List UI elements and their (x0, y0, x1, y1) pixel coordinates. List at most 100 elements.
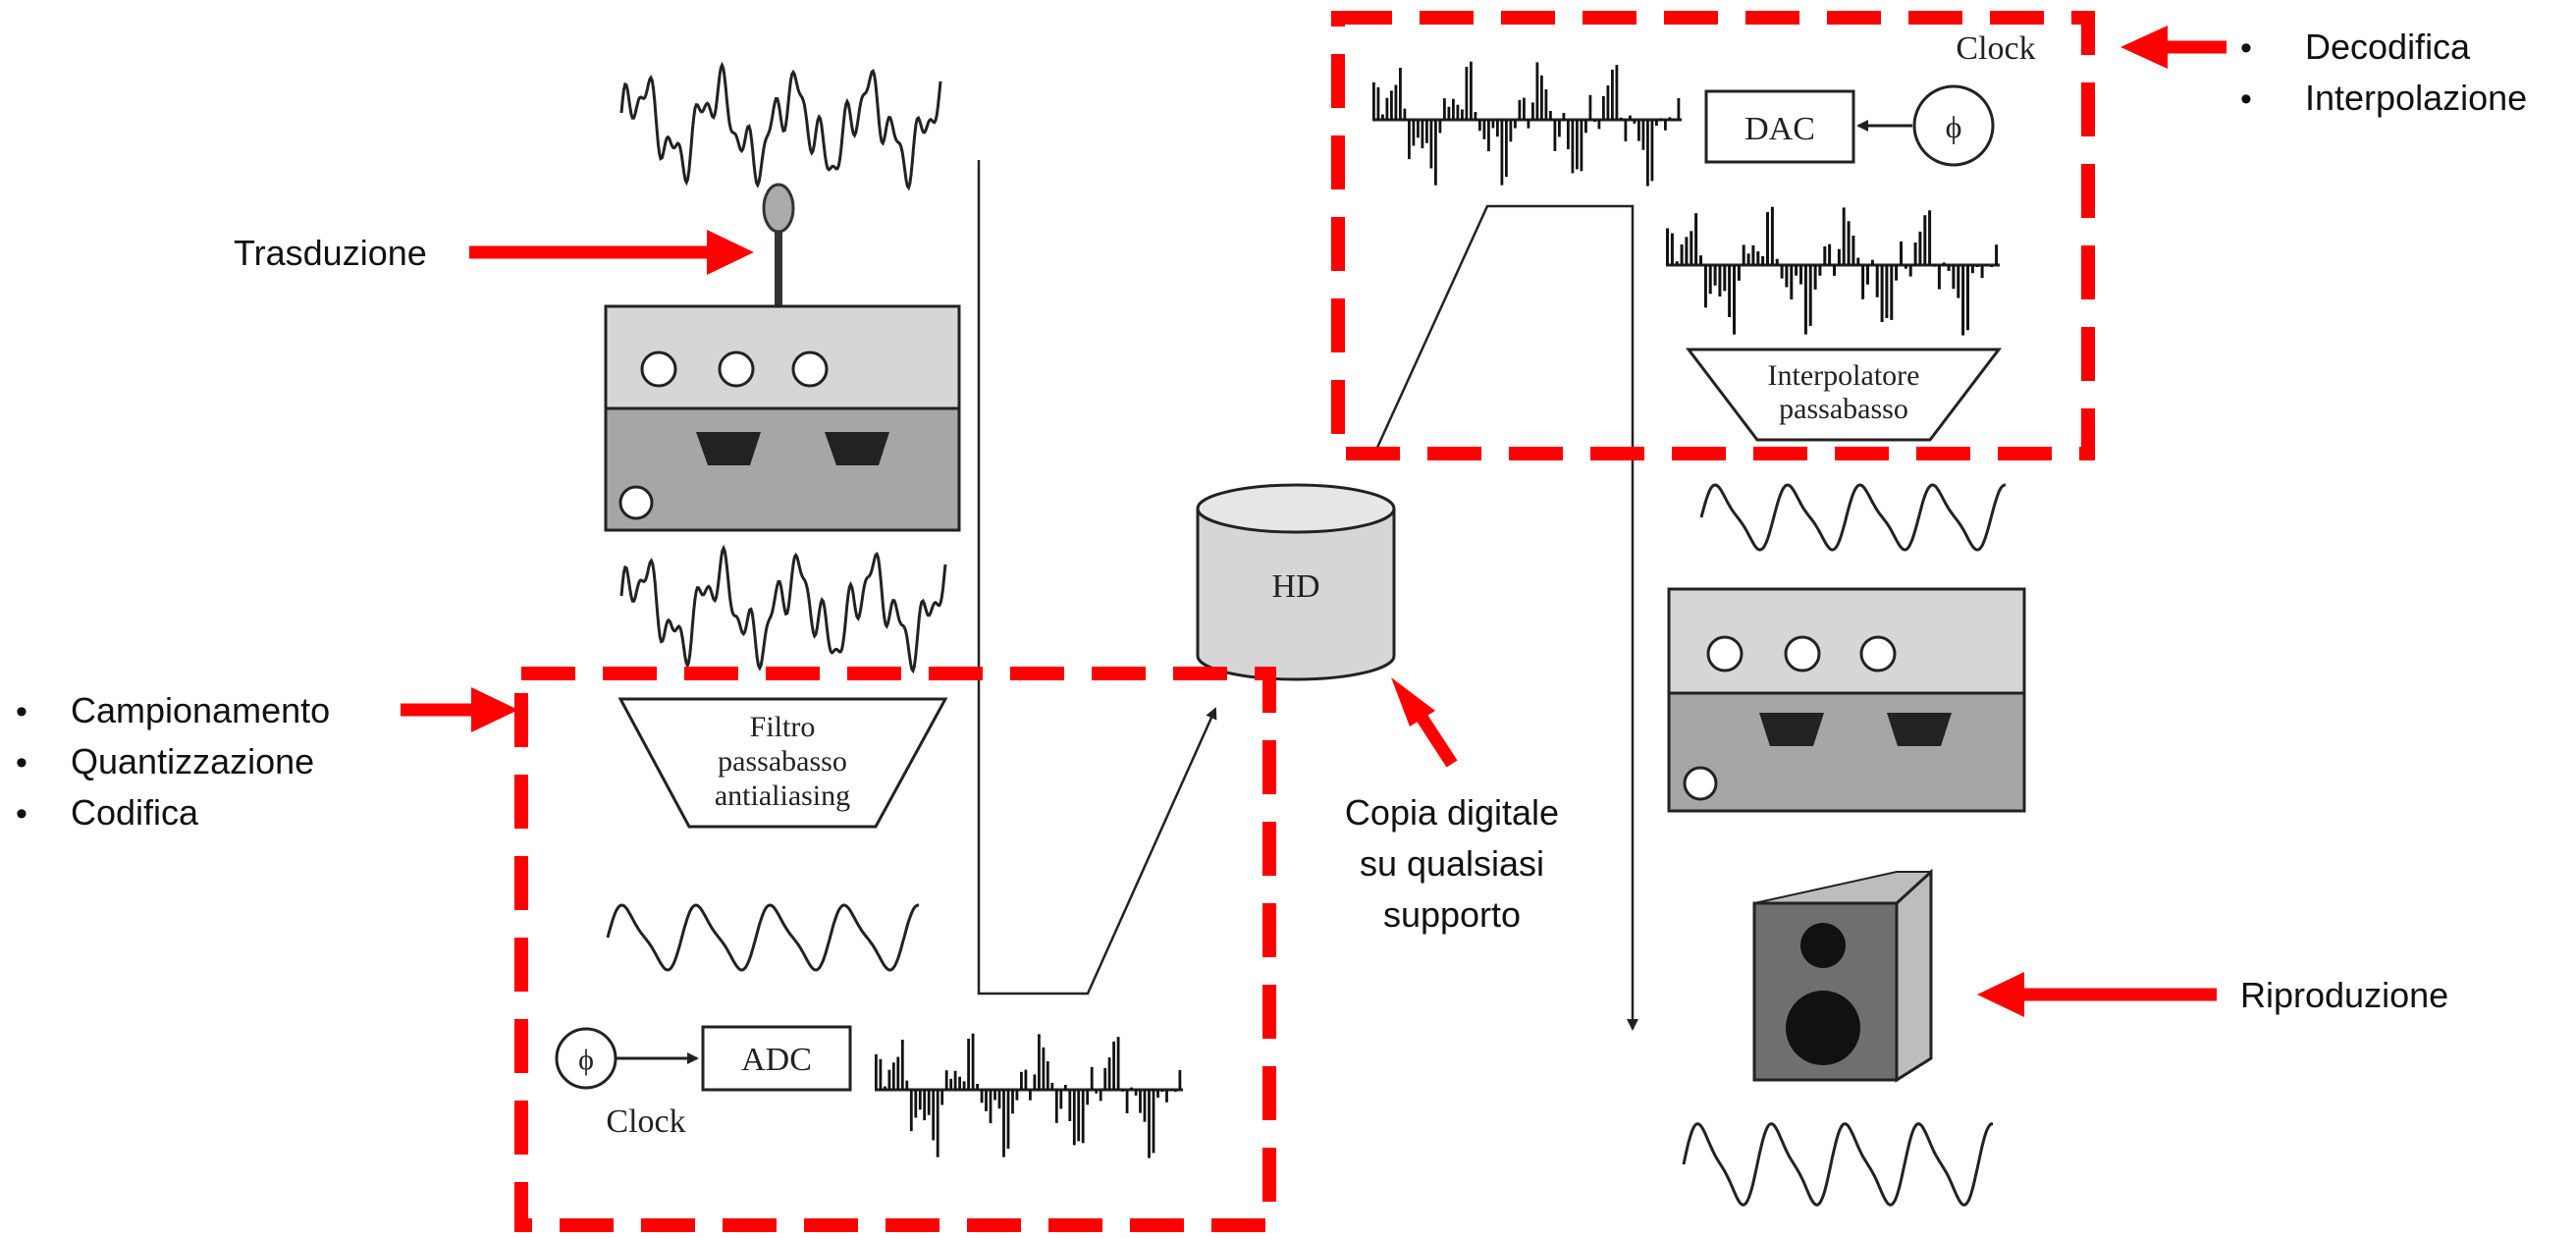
sample-bar (1602, 95, 1605, 120)
sample-bar (1478, 120, 1481, 132)
sample-bar (1015, 1090, 1019, 1101)
sample-bar (1160, 1090, 1164, 1092)
sample-bar (1852, 235, 1855, 265)
sample-bar (1620, 117, 1623, 120)
svg-text:•: • (16, 795, 27, 833)
sample-bar (949, 1078, 953, 1090)
sample-bar (1837, 248, 1841, 265)
sample-bar (1068, 1090, 1072, 1121)
sample-bar (909, 1090, 913, 1132)
sample-bar (1728, 265, 1732, 317)
digital-copy-label: Copia digitale su qualsiasi supporto (1345, 792, 1559, 935)
sample-bar (1059, 1090, 1063, 1109)
sample-bar (1908, 265, 1912, 277)
sample-bar (1011, 1090, 1014, 1114)
transduction-arrow (469, 230, 754, 275)
clock-right: ϕ Clock (1912, 30, 2036, 167)
database-icon: HD (1196, 483, 1396, 681)
sample-bar (1399, 68, 1402, 120)
sample-bar (1063, 1085, 1067, 1090)
sample-bar (1562, 113, 1566, 120)
sample-bar (989, 1090, 993, 1124)
transduction-label: Trasduzione (234, 233, 427, 273)
sample-bar (1624, 120, 1628, 141)
sample-bar (1673, 119, 1676, 122)
sample-bar (1659, 118, 1663, 121)
clock-left: ϕ Clock (555, 1027, 686, 1140)
sample-bar (1505, 120, 1508, 178)
sample-bar (1780, 265, 1784, 279)
sample-bar (1957, 265, 1960, 298)
sample-bar (1509, 120, 1513, 142)
sample-bar (1531, 102, 1534, 120)
sample-bar (1421, 120, 1424, 149)
sample-bar (905, 1080, 909, 1090)
sample-bar (1680, 243, 1684, 265)
sample-bar (1615, 65, 1619, 120)
sample-bar (1487, 120, 1490, 152)
sample-bar (1514, 120, 1517, 129)
sample-bar (1434, 120, 1437, 186)
dac-label: DAC (1744, 111, 1815, 147)
sample-bar (1518, 99, 1522, 120)
sample-bar (1390, 90, 1393, 120)
wave-after-interpolator (1699, 483, 2007, 552)
sample-bar (1885, 265, 1889, 318)
sample-bar (1540, 75, 1543, 120)
sample-bar (1913, 242, 1917, 265)
sample-bar (1456, 104, 1460, 120)
sample-bar (1666, 228, 1669, 265)
digital-copy-arrow (1391, 677, 1458, 768)
annotation-arrows (401, 26, 2227, 1017)
sample-bar (1646, 120, 1649, 187)
left-list-item-3: Codifica (71, 792, 199, 833)
right-list-item-2: Interpolazione (2305, 78, 2527, 118)
sample-bar (1699, 255, 1702, 265)
sample-bar (1733, 265, 1736, 335)
sample-bar (1152, 1090, 1155, 1154)
sample-bar (1795, 265, 1798, 276)
sample-bar (884, 1086, 886, 1090)
sample-bar (1072, 1090, 1076, 1146)
hd-label: HD (1271, 568, 1319, 605)
sample-bar (1947, 265, 1951, 271)
sample-bar (944, 1070, 948, 1090)
sample-bar (1054, 1090, 1058, 1123)
sample-bar (1107, 1057, 1111, 1090)
left-list-item-1: Campionamento (71, 690, 330, 730)
sample-bar (914, 1090, 918, 1118)
sample-bar (1803, 265, 1807, 335)
sample-bar (1461, 109, 1464, 120)
recorder-device (604, 304, 961, 532)
sample-bar (1597, 120, 1601, 130)
sample-bar (1847, 221, 1851, 265)
sample-bar (1412, 120, 1416, 146)
phi-symbol-left: ϕ (578, 1044, 594, 1076)
sample-bar (1629, 115, 1632, 120)
speaker-icon (1752, 868, 1933, 1083)
sample-bar (1694, 213, 1698, 265)
sample-bar (1452, 98, 1455, 120)
sample-bar (1990, 265, 1994, 267)
sample-bar (1961, 265, 1965, 336)
wave-digital-interpolator-input (1666, 206, 2000, 336)
sample-bar (1641, 120, 1645, 150)
left-bullet-list: • Campionamento • Quantizzazione • Codif… (16, 690, 330, 833)
sample-bar (1761, 256, 1765, 265)
sample-bar (1139, 1090, 1142, 1113)
sample-bar (1077, 1090, 1081, 1142)
filter-label-line1: Filtro (750, 711, 816, 743)
sample-bar (1095, 1090, 1099, 1094)
sample-bar (1394, 84, 1398, 120)
sample-bar (1425, 120, 1428, 143)
svg-text:•: • (16, 693, 27, 730)
sample-bar (932, 1090, 936, 1141)
wave-digital-dac-input (1372, 61, 1682, 187)
sample-bar (1042, 1047, 1046, 1090)
sample-bar (1103, 1067, 1107, 1090)
sample-bar (923, 1090, 927, 1121)
sample-bar (1447, 106, 1451, 120)
sample-bar (1443, 98, 1446, 120)
sample-bar (1808, 265, 1812, 326)
sample-bar (1677, 98, 1681, 120)
